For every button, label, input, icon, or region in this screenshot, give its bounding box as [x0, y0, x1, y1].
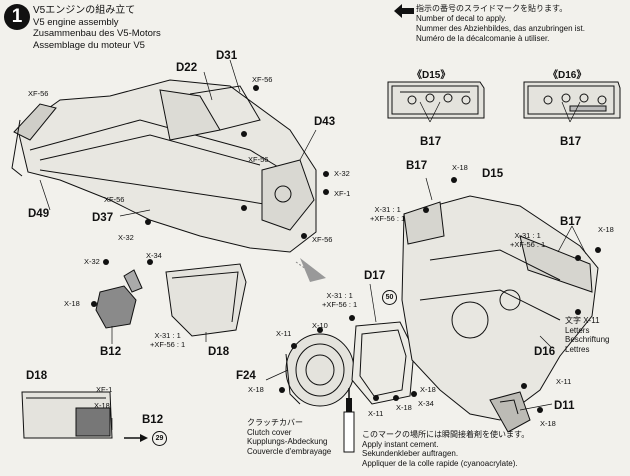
paint-x18-d: X-18: [248, 385, 264, 394]
part-d11: D11: [554, 400, 575, 412]
step-title: V5エンジンの組み立て V5 engine assembly Zusammenb…: [33, 5, 161, 51]
decal-legend-jp: 指示の番号のスライドマークを貼ります。: [416, 4, 568, 13]
clutch-cover-note: クラッチカバー Clutch cover Kupplungs-Abdeckung…: [247, 418, 331, 456]
inset-d16-drawing: [523, 81, 621, 119]
mix-b-line1: X-31 : 1: [514, 231, 541, 240]
paint-x18-a: X-18: [64, 299, 80, 308]
paint-xf56-c: XF-56: [248, 155, 269, 164]
part-d18-inset: D18: [26, 370, 48, 382]
step-number-badge: 1: [4, 4, 30, 30]
paint-x11-c: X-11: [556, 377, 572, 386]
paint-x18-c: X-18: [598, 225, 614, 234]
screw-dots: [91, 85, 601, 413]
bracket-b12-drawing: [95, 269, 143, 329]
oil-pan-d18-drawing: [165, 263, 247, 337]
part-f24: F24: [236, 370, 256, 382]
paint-xf1-b: XF-1: [96, 385, 113, 394]
clutch-cover-de: Kupplungs-Abdeckung: [247, 437, 328, 446]
paint-xf56-b: XF-56: [252, 75, 273, 84]
mix-a-line1: X-31 : 1: [374, 205, 401, 214]
title-fr: Assemblage du moteur V5: [33, 39, 145, 51]
cement-note-en: Apply instant cement.: [362, 439, 439, 449]
paint-x18-b: X-18: [452, 163, 468, 172]
part-d16: D16: [534, 346, 556, 358]
mix-a-line2: +XF-56 : 1: [370, 213, 406, 223]
mix-d-line1: X-31 : 1: [154, 331, 181, 340]
part-d43: D43: [314, 116, 336, 128]
mix-b-line2: +XF-56 : 1: [510, 239, 546, 249]
paint-x34-b: X-34: [418, 399, 434, 408]
part-d49: D49: [28, 208, 50, 220]
paint-xf1-a: XF-1: [334, 189, 351, 198]
inset-d15-drawing: [387, 81, 485, 119]
mix-b: X-31 : 1 +XF-56 : 1: [510, 231, 546, 249]
mix-c-line1: X-31 : 1: [326, 291, 353, 300]
mix-c: X-31 : 1 +XF-56 : 1: [322, 291, 358, 309]
paint-x34-a: X-34: [146, 251, 162, 260]
inset-d16-decal: B17: [560, 136, 582, 148]
clutch-cover-fr: Couvercle d'embrayage: [247, 446, 332, 456]
decal-legend-en: Number of decal to apply.: [416, 14, 507, 23]
paint-x18-e: X-18: [420, 385, 436, 394]
decal-arrow-icon: [394, 4, 414, 18]
gasket-d17-drawing: [351, 321, 415, 405]
decal-legend-fr: Numéro de la décalcomanie à utiliser.: [416, 34, 550, 43]
part-b17-right: B17: [560, 216, 582, 228]
letters-note-en: Letters: [565, 325, 590, 335]
part-b17-top: B17: [406, 160, 428, 172]
part-d15: D15: [482, 168, 504, 180]
cement-note: このマークの場所には瞬間接着剤を使います。 Apply instant ceme…: [362, 430, 529, 468]
part-d22: D22: [176, 62, 198, 74]
inset-d18-drawing: [21, 391, 113, 439]
letters-note-jp: 文字 X-11: [565, 316, 600, 325]
part-d37: D37: [92, 212, 114, 224]
mix-d-line2: +XF-56 : 1: [150, 339, 186, 349]
paint-x18-f: X-18: [396, 403, 412, 412]
paint-x10-a: X-10: [312, 321, 328, 330]
clutch-cover-jp: クラッチカバー: [247, 418, 303, 427]
mix-c-line2: +XF-56 : 1: [322, 299, 358, 309]
part-d17: D17: [364, 270, 386, 282]
mix-a: X-31 : 1 +XF-56 : 1: [370, 205, 406, 223]
paint-x18-g: X-18: [540, 419, 556, 428]
mix-d: X-31 : 1 +XF-56 : 1: [150, 331, 186, 349]
part-d18: D18: [208, 346, 230, 358]
letters-note-fr: Lettres: [565, 344, 590, 354]
paint-x32-b: X-32: [118, 233, 134, 242]
leader-lines: [39, 59, 587, 430]
right-engine-assembly-drawing: [401, 195, 599, 433]
paint-x11-b: X-11: [368, 409, 384, 418]
cement-note-fr: Appliquer de la colle rapide (cyanoacryl…: [362, 458, 518, 468]
step-ref-50: 50: [382, 290, 397, 305]
clutch-cover-en: Clutch cover: [247, 427, 292, 437]
paint-xf56-e: XF-56: [312, 235, 333, 244]
paint-x18-h: X-18: [94, 401, 110, 410]
step-ref-29: 29: [152, 431, 167, 446]
inset-d15-title: 《D15》: [412, 70, 451, 81]
inset-d16-title: 《D16》: [548, 70, 587, 81]
paint-x11-a: X-11: [276, 329, 292, 338]
title-jp: V5エンジンの組み立て: [33, 5, 136, 16]
paint-x32-c: X-32: [84, 257, 100, 266]
cement-tube-icon: [343, 388, 355, 453]
decal-legend: 指示の番号のスライドマークを貼ります。 Number of decal to a…: [394, 4, 585, 44]
paint-xf56-d: XF-56: [104, 195, 125, 204]
letters-note-de: Beschriftung: [565, 335, 610, 344]
letters-note: 文字 X-11 Letters Beschriftung Lettres: [565, 316, 609, 354]
title-en: V5 engine assembly: [33, 16, 119, 28]
title-de: Zusammenbau des V5-Motors: [33, 28, 161, 39]
part-b12: B12: [100, 346, 122, 358]
cement-note-de: Sekundenkleber auftragen.: [362, 449, 459, 458]
inset-d15-decal: B17: [420, 136, 442, 148]
decal-legend-de: Nummer des Abziehbildes, das anzubringen…: [416, 24, 585, 33]
paint-x32-a: X-32: [334, 169, 350, 178]
paint-xf56-a: XF-56: [28, 89, 49, 98]
assembly-arrow-head: [300, 258, 326, 282]
part-b12-inset: B12: [142, 414, 164, 426]
cement-note-jp: このマークの場所には瞬間接着剤を使います。: [362, 430, 530, 439]
left-engine-block-drawing: [11, 79, 317, 253]
part-d31: D31: [216, 50, 238, 62]
